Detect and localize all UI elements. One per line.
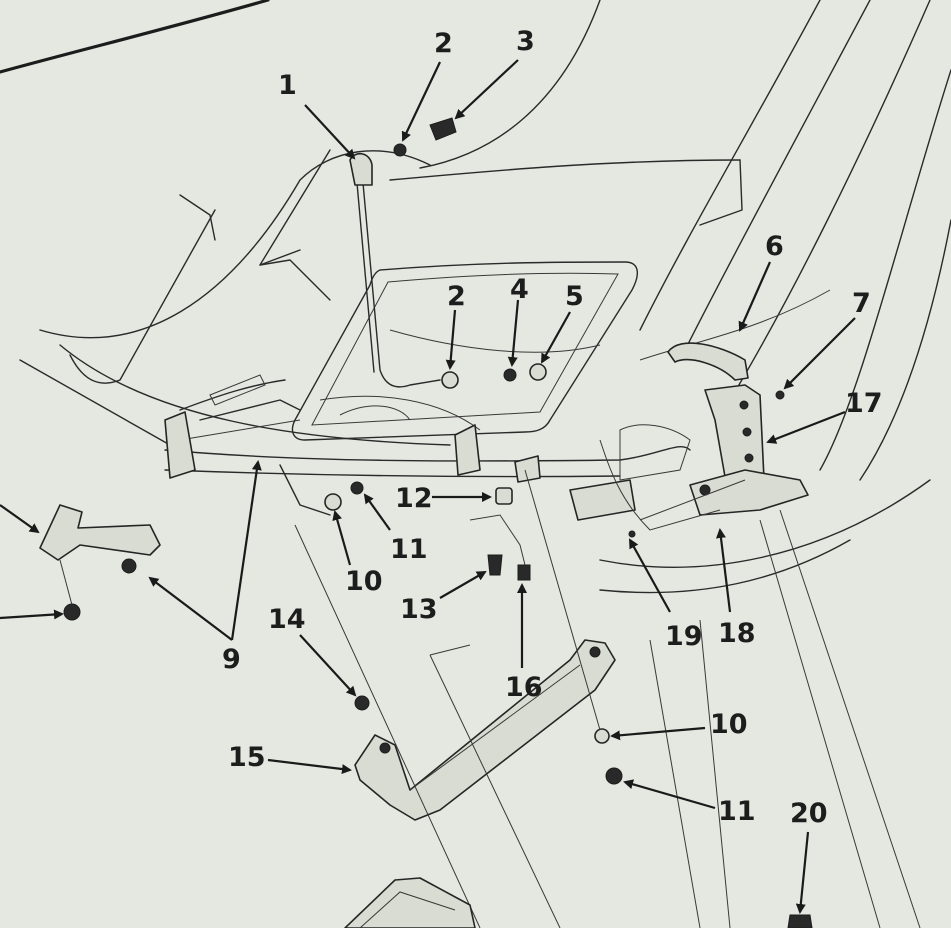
callout-7: 7 — [852, 288, 871, 319]
lower-lift-bar — [354, 639, 616, 821]
callout-18: 18 — [718, 618, 756, 649]
callout-2-top: 2 — [434, 28, 453, 59]
callout-5: 5 — [565, 281, 584, 312]
callout-9: 9 — [222, 644, 241, 675]
callout-13: 13 — [400, 594, 438, 625]
callout-10-center: 10 — [345, 566, 383, 597]
callout-4: 4 — [510, 274, 529, 305]
fasteners — [324, 117, 623, 785]
guide-lines — [294, 469, 921, 928]
callout-labels: 1 2 3 2 4 5 6 7 17 12 11 10 13 16 19 18 … — [222, 26, 883, 829]
callout-14: 14 — [268, 604, 306, 635]
callout-17: 17 — [845, 388, 883, 419]
callout-15: 15 — [228, 742, 266, 773]
callout-20: 20 — [790, 798, 828, 829]
lift-rod — [349, 152, 441, 388]
leader-arrows — [0, 59, 856, 914]
callout-10-lower: 10 — [710, 709, 748, 740]
callout-6: 6 — [765, 231, 784, 262]
callout-19: 19 — [665, 621, 703, 652]
callout-11-center: 11 — [390, 534, 428, 565]
callout-2-window: 2 — [447, 281, 466, 312]
lower-partial-part — [344, 877, 813, 928]
cross-rail — [164, 411, 691, 516]
body-panel-outline — [0, 0, 951, 594]
right-hinge-assembly — [569, 342, 809, 538]
callout-12: 12 — [395, 483, 433, 514]
window-frame — [291, 261, 638, 441]
left-bracket — [39, 504, 161, 621]
callout-16: 16 — [505, 672, 543, 703]
callout-11-lower: 11 — [718, 796, 756, 827]
callout-3: 3 — [516, 26, 535, 57]
callout-1: 1 — [278, 70, 297, 101]
